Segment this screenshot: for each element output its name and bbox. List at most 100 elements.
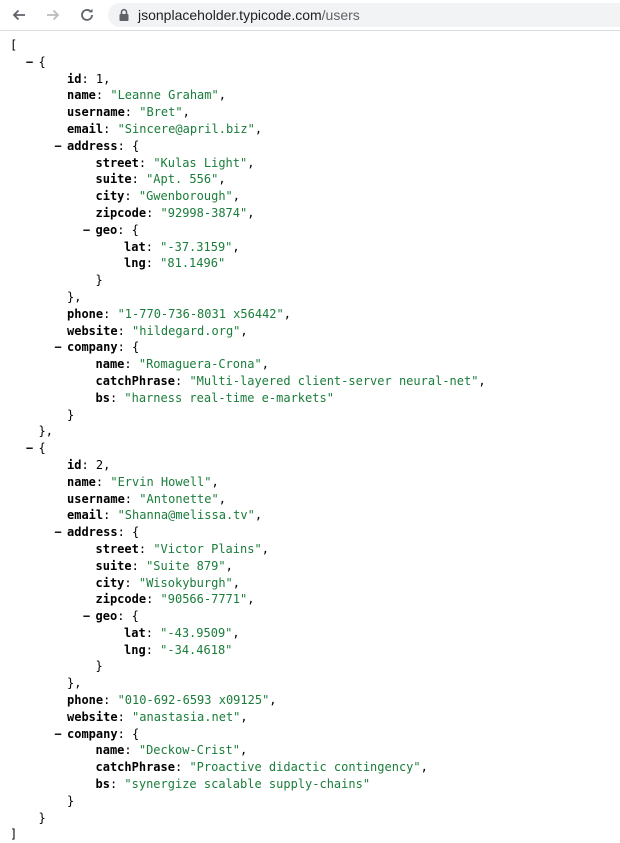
json-string-value: "Deckow-Crist"	[138, 743, 241, 758]
json-comma: ,	[232, 239, 240, 254]
json-comma: ,	[478, 373, 486, 388]
json-colon: :	[131, 558, 147, 573]
json-colon: :	[138, 155, 154, 170]
json-number-value: 2	[95, 457, 104, 472]
json-bracket: {	[132, 726, 140, 741]
json-comma: ,	[218, 88, 226, 103]
json-colon: :	[109, 777, 125, 792]
json-key: suite	[95, 558, 132, 573]
json-line: email: "Shanna@melissa.tv",	[0, 507, 620, 524]
json-bracket: },	[38, 424, 53, 439]
lock-icon[interactable]	[118, 8, 130, 22]
json-string-value: "Kulas Light"	[153, 155, 248, 170]
json-key: city	[95, 189, 125, 204]
json-string-value: "Ervin Howell"	[110, 474, 212, 489]
collapse-toggle[interactable]: −	[54, 340, 62, 355]
json-line: }	[0, 810, 620, 827]
json-line: website: "anastasia.net",	[0, 709, 620, 726]
json-key: catchPhrase	[95, 760, 175, 775]
json-line: lng: "-34.4618"	[0, 642, 620, 659]
collapse-toggle[interactable]: −	[54, 525, 62, 540]
json-string-value: "-43.9509"	[160, 625, 233, 640]
json-key: website	[67, 709, 118, 724]
json-colon: :	[174, 760, 190, 775]
json-line: lat: "-43.9509",	[0, 625, 620, 642]
reload-button[interactable]	[72, 0, 102, 30]
json-key: zipcode	[95, 205, 147, 220]
json-colon: :	[124, 357, 139, 372]
json-comma: ,	[103, 457, 111, 472]
json-line: ]	[0, 826, 620, 843]
json-colon: :	[131, 172, 147, 187]
json-key: name	[67, 474, 96, 489]
json-line: name: "Leanne Graham",	[0, 87, 620, 104]
json-viewer: [−{id: 1,name: "Leanne Graham",username:…	[0, 31, 620, 843]
collapse-toggle[interactable]: −	[25, 54, 34, 69]
json-comma: ,	[240, 709, 248, 724]
json-string-value: "Apt. 556"	[146, 172, 219, 187]
json-key: company	[67, 726, 118, 741]
json-line: suite: "Apt. 556",	[0, 171, 620, 188]
json-comma: ,	[182, 105, 190, 120]
reload-icon	[81, 8, 93, 21]
json-line: city: "Wisokyburgh",	[0, 575, 620, 592]
json-line: street: "Kulas Light",	[0, 155, 620, 172]
json-key: username	[67, 491, 125, 506]
json-comma: ,	[283, 306, 291, 321]
json-colon: :	[81, 71, 96, 86]
json-colon: :	[103, 306, 118, 321]
json-string-value: "92998-3874"	[160, 205, 248, 220]
collapse-toggle[interactable]: −	[25, 441, 34, 456]
json-line: −address: {	[0, 138, 620, 155]
json-line: −{	[0, 440, 620, 457]
collapse-toggle[interactable]: −	[82, 222, 91, 237]
json-string-value: "Bret"	[139, 105, 183, 120]
json-bracket: }	[95, 659, 103, 674]
json-string-value: "1-770-736-8031 x56442"	[117, 306, 284, 321]
json-line: },	[0, 675, 620, 692]
json-key: email	[67, 121, 104, 136]
json-colon: :	[117, 726, 133, 741]
json-comma: ,	[218, 491, 226, 506]
json-comma: ,	[247, 592, 255, 607]
json-string-value: "81.1496"	[160, 256, 226, 271]
json-bracket: {	[131, 222, 139, 237]
json-colon: :	[138, 541, 154, 556]
json-comma: ,	[261, 541, 269, 556]
json-comma: ,	[247, 155, 255, 170]
json-colon: :	[81, 457, 96, 472]
json-line: }	[0, 407, 620, 424]
back-icon	[12, 9, 25, 21]
collapse-toggle[interactable]: −	[54, 726, 62, 741]
json-string-value: "Wisokyburgh"	[138, 575, 233, 590]
json-key: phone	[67, 693, 104, 708]
json-comma: ,	[254, 508, 263, 523]
json-comma: ,	[232, 575, 241, 590]
json-key: phone	[67, 306, 104, 321]
collapse-toggle[interactable]: −	[82, 609, 91, 624]
json-colon: :	[103, 121, 118, 136]
json-comma: ,	[269, 693, 277, 708]
json-colon: :	[117, 222, 132, 237]
json-string-value: "anastasia.net"	[132, 709, 241, 724]
json-bracket: ]	[10, 827, 18, 842]
json-bracket: [	[10, 38, 18, 52]
json-key: name	[67, 88, 96, 103]
address-bar[interactable]: jsonplaceholder.typicode.com/users	[108, 3, 620, 27]
json-string-value: "synergize scalable supply-chains"	[124, 777, 371, 792]
json-colon: :	[145, 239, 161, 254]
url-host: jsonplaceholder.typicode.com	[138, 7, 322, 23]
json-colon: :	[145, 625, 161, 640]
forward-button[interactable]	[38, 0, 68, 30]
collapse-toggle[interactable]: −	[54, 138, 62, 153]
json-key: id	[67, 457, 82, 472]
json-string-value: "Proactive didactic contingency"	[189, 760, 421, 775]
json-line: city: "Gwenborough",	[0, 188, 620, 205]
json-colon: :	[117, 525, 133, 540]
json-colon: :	[124, 743, 139, 758]
json-line: zipcode: "92998-3874",	[0, 205, 620, 222]
json-comma: ,	[232, 189, 241, 204]
json-string-value: "90566-7771"	[160, 592, 248, 607]
back-button[interactable]	[4, 0, 34, 30]
json-colon: :	[109, 390, 125, 405]
